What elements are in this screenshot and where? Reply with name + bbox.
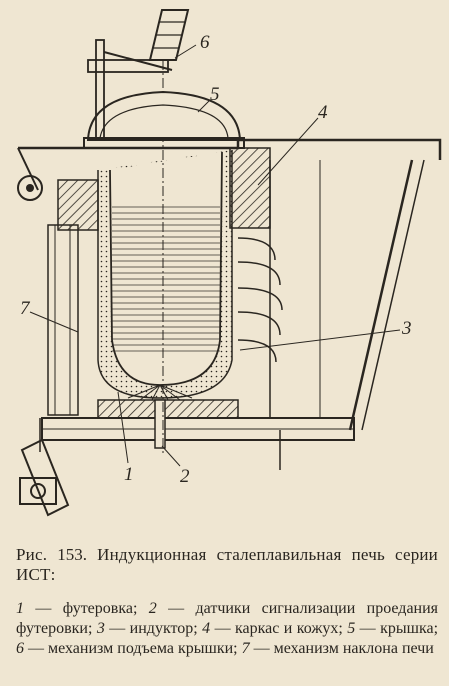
lid: [83, 90, 245, 149]
furnace-figure: 6 5 4 3 7 1 2: [17, 9, 442, 517]
figure-caption: Рис. 153. Индукционная сталеплавильная п…: [16, 545, 438, 659]
legend-text: футеровка;: [62, 600, 138, 617]
inductor-coils: [237, 237, 283, 470]
label-4: 4: [318, 102, 328, 123]
label-7: 7: [20, 298, 31, 319]
label-3: 3: [401, 318, 412, 339]
legend-num: 4: [202, 620, 211, 637]
label-1: 1: [124, 464, 134, 485]
base-frame: [41, 399, 355, 441]
legend-text: индуктор;: [129, 620, 198, 637]
label-5: 5: [210, 84, 220, 105]
legend-num: 1: [16, 600, 24, 617]
caption-number: 153.: [57, 545, 87, 564]
legend-text: датчики сигнализации проедания футеровки…: [16, 600, 439, 637]
legend-num: 5: [347, 620, 356, 637]
lid-lift-mechanism: [87, 9, 190, 141]
legend-num: 3: [96, 620, 105, 637]
label-2: 2: [180, 466, 190, 487]
legend-text: механизм наклона печи: [273, 640, 434, 657]
legend-text: механизм подъема крышки;: [48, 640, 238, 657]
furnace-drawing: 6 5 4 3 7 1 2: [17, 9, 442, 517]
caption-title: Рис. 153. Индукционная сталеплавильная п…: [16, 545, 438, 585]
caption-text: Индукционная сталеплавильная печь серии …: [16, 545, 438, 584]
legend-text: каркас и кожух;: [235, 620, 343, 637]
legend-num: 2: [148, 600, 157, 617]
lining-walls: [57, 147, 271, 399]
label-6: 6: [200, 32, 210, 53]
leader-lines: [29, 44, 401, 467]
caption-prefix: Рис.: [16, 545, 48, 564]
legend-text: крышка;: [380, 620, 439, 637]
caption-legend: 1 — футеровка; 2 — датчики сигнализации …: [16, 600, 439, 657]
legend-num: 7: [241, 640, 250, 657]
legend-num: 6: [16, 640, 24, 657]
